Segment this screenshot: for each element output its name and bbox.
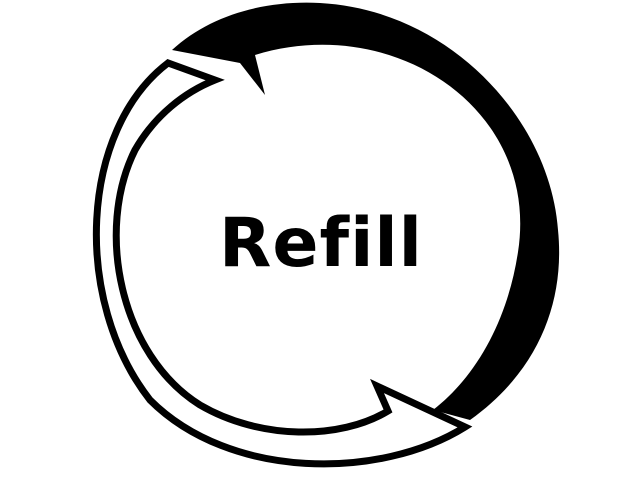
outline-arrow-icon (92, 59, 473, 468)
refill-label: Refill (219, 204, 423, 283)
solid-arrow-icon (172, 2, 560, 420)
